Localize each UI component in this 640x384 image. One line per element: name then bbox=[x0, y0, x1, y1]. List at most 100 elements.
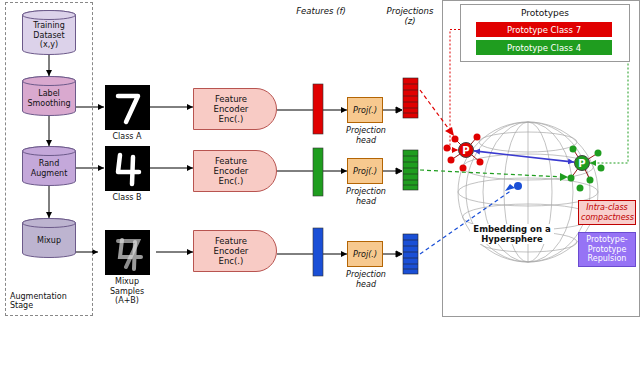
cylinder-label: Rand Augment bbox=[25, 159, 73, 178]
projection-bars-part bbox=[403, 78, 418, 118]
mapping-arrowheads-part bbox=[560, 173, 568, 181]
cylinder-body bbox=[23, 219, 76, 258]
connector bbox=[49, 186, 50, 218]
sample-image: Class A bbox=[104, 85, 150, 142]
prototype-bar: Prototype Class 4 bbox=[476, 40, 612, 55]
sphere-wireframe bbox=[458, 122, 598, 262]
digit-stroke bbox=[120, 240, 141, 269]
connector bbox=[150, 168, 193, 169]
projection-bars bbox=[403, 78, 418, 274]
class-a-points-part bbox=[460, 165, 467, 172]
panel-title: Prototypes bbox=[461, 8, 629, 19]
projection-box: Proj(.)Projection head bbox=[347, 97, 383, 123]
sphere-wireframe-part bbox=[466, 122, 590, 262]
legend-swatch: Intra-class compactness bbox=[578, 200, 636, 225]
prototype-label: Prototype Class 7 bbox=[507, 25, 581, 35]
digit-image bbox=[105, 85, 150, 130]
annotation-label: Projections (z) bbox=[380, 6, 440, 26]
connector bbox=[156, 252, 193, 253]
connector bbox=[76, 168, 104, 169]
legend-text: Intra-class compactness bbox=[581, 203, 633, 222]
image-ground bbox=[105, 85, 150, 130]
connector bbox=[49, 116, 50, 146]
connector bbox=[49, 55, 50, 76]
projection-bars-part bbox=[403, 240, 418, 269]
data-cylinder: Training Dataset (x,y) bbox=[22, 10, 76, 55]
projection-arrows-part bbox=[383, 254, 397, 255]
cylinder-body bbox=[23, 77, 76, 116]
panel-title: Augmentation Stage bbox=[10, 292, 90, 311]
projection-mapping-lines-part bbox=[420, 170, 564, 177]
connector bbox=[150, 107, 193, 108]
projection-arrows-part bbox=[396, 168, 402, 174]
cylinder-top bbox=[23, 11, 76, 20]
annotation-label: Features (f) bbox=[296, 6, 346, 16]
digit-image bbox=[105, 146, 150, 191]
projection-bars-part bbox=[403, 84, 418, 113]
projection-box: Proj(.)Projection head bbox=[347, 241, 383, 267]
projection-label: Proj(.) bbox=[353, 250, 377, 259]
connector bbox=[277, 110, 347, 111]
digit-image bbox=[105, 230, 150, 275]
compactness-arrows bbox=[451, 137, 598, 180]
class-a-points-part bbox=[452, 136, 459, 143]
projection-caption: Projection head bbox=[340, 187, 392, 206]
projection-arrows-part bbox=[383, 171, 397, 172]
connector bbox=[590, 48, 628, 164]
connector bbox=[76, 107, 104, 108]
sample-image: Mixup Samples (A+B) bbox=[98, 230, 156, 306]
legend-text: Prototype-Prototype Repulsion bbox=[581, 235, 633, 264]
connector bbox=[277, 254, 347, 255]
sample-image: Class B bbox=[104, 146, 150, 203]
prototype-bar: Prototype Class 7 bbox=[476, 22, 612, 37]
class-b-points-part bbox=[568, 175, 575, 182]
projection-box: Proj(.)Projection head bbox=[347, 158, 383, 184]
data-cylinder: Mixup bbox=[22, 218, 76, 258]
digit-stroke bbox=[118, 96, 138, 122]
prototype-letter: P bbox=[462, 145, 469, 156]
augmentation-panel: Augmentation Stage Training Dataset (x,y)… bbox=[5, 2, 93, 316]
projection-bars-part bbox=[403, 150, 418, 190]
projection-mapping-lines-part bbox=[420, 90, 451, 132]
projection-label: Proj(.) bbox=[353, 167, 377, 176]
cylinder-body bbox=[23, 147, 76, 186]
mapping-arrowheads-part bbox=[505, 184, 515, 191]
projection-caption: Projection head bbox=[340, 126, 392, 145]
annotation-label: Embedding on a Hypersphere bbox=[470, 224, 554, 244]
projection-bars-part bbox=[403, 156, 418, 185]
image-ground bbox=[105, 146, 150, 191]
data-cylinder: Rand Augment bbox=[22, 146, 76, 186]
prototype-label: Prototype Class 4 bbox=[507, 43, 581, 53]
projection-bars-part bbox=[403, 234, 418, 274]
data-cylinder: Label Smoothing bbox=[22, 76, 76, 116]
class-a-points-part bbox=[444, 145, 451, 152]
projection-label: Proj(.) bbox=[353, 106, 377, 115]
encoder-label: Feature Encoder Enc(.) bbox=[200, 94, 262, 125]
encoder-box: Feature Encoder Enc(.) bbox=[193, 230, 277, 272]
mixup-point bbox=[514, 182, 522, 190]
image-caption: Class A bbox=[104, 132, 150, 142]
legend-swatch: Prototype-Prototype Repulsion bbox=[578, 232, 636, 267]
connector bbox=[76, 252, 98, 253]
projection-arrows-part bbox=[383, 110, 397, 111]
cylinder-label: Label Smoothing bbox=[25, 89, 73, 108]
cylinder-top bbox=[23, 77, 76, 86]
embedding-panel bbox=[443, 1, 640, 317]
class-a-points-part bbox=[448, 157, 455, 164]
encoder-label: Feature Encoder Enc(.) bbox=[200, 236, 262, 267]
encoder-label: Feature Encoder Enc(.) bbox=[200, 156, 262, 187]
cylinder-top bbox=[23, 147, 76, 156]
class-b-points bbox=[568, 146, 605, 192]
projection-mapping-lines-part bbox=[420, 190, 512, 254]
projection-arrows-part bbox=[396, 251, 402, 257]
prototype-panel: PrototypesPrototype Class 7 Prototype Cla… bbox=[460, 4, 630, 62]
class-b-points-part bbox=[570, 146, 577, 153]
encoder-box: Feature Encoder Enc(.) bbox=[193, 150, 277, 192]
feature-bars bbox=[313, 84, 323, 276]
cylinder-label: Mixup bbox=[37, 236, 61, 246]
cylinder-body bbox=[23, 11, 76, 55]
digit-stroke bbox=[118, 155, 139, 184]
class-b-points-part bbox=[595, 150, 602, 157]
